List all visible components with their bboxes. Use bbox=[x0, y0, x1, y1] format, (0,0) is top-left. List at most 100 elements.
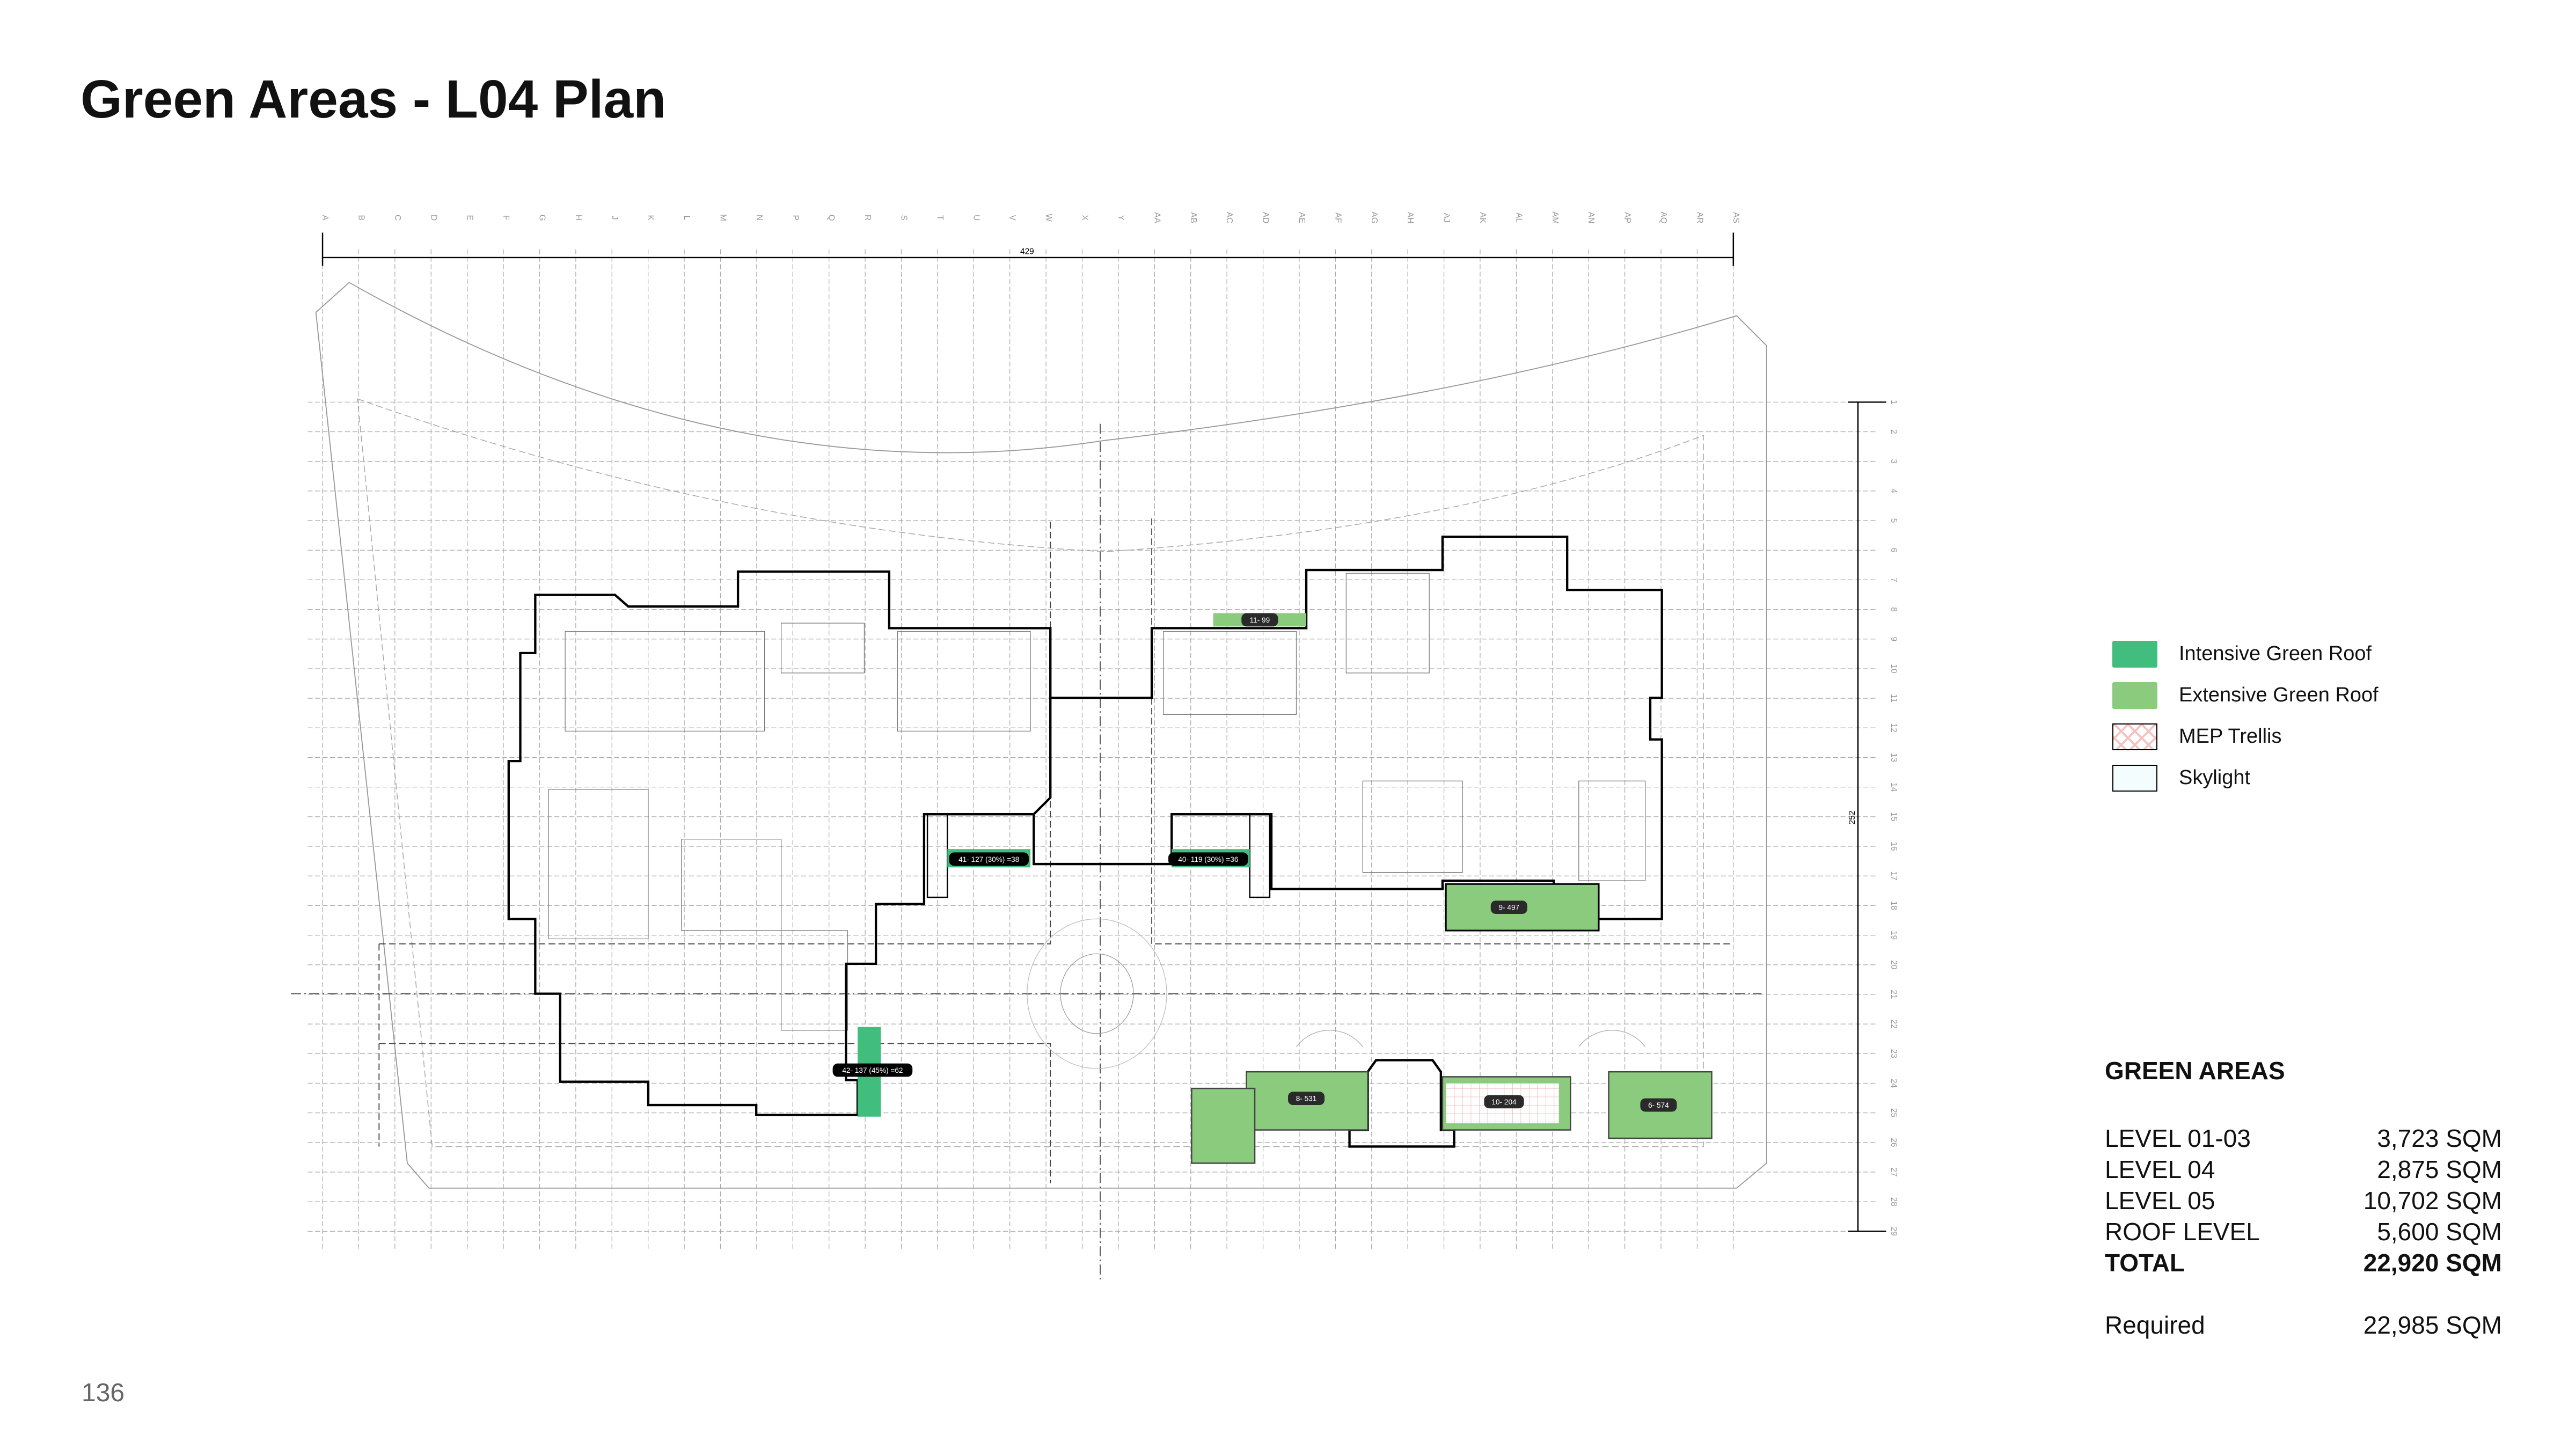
area-label: 41- 127 (30%) =38 bbox=[949, 852, 1029, 866]
area-label-text: 8- 531 bbox=[1296, 1095, 1317, 1103]
row-label: LEVEL 04 bbox=[2105, 1155, 2215, 1183]
grid-column-label: AK bbox=[1478, 212, 1487, 223]
row-value: 3,723 SQM bbox=[2377, 1124, 2502, 1152]
legend-label: MEP Trellis bbox=[2179, 725, 2282, 748]
grid-column-label: AD bbox=[1261, 212, 1270, 224]
grid-row-label: 19 bbox=[1889, 931, 1898, 940]
grid-column-label: G bbox=[537, 215, 546, 221]
row-value: 5,600 SQM bbox=[2377, 1218, 2502, 1246]
page-number: 136 bbox=[82, 1379, 125, 1407]
legend: Intensive Green Roof Extensive Green Roo… bbox=[2112, 633, 2379, 799]
required-value: 22,985 SQM bbox=[2363, 1311, 2502, 1339]
legend-label: Skylight bbox=[2179, 766, 2251, 789]
area-label: 40- 119 (30%) =36 bbox=[1168, 852, 1248, 866]
grid-column-label: T bbox=[935, 215, 945, 221]
grid-column-label: Q bbox=[827, 215, 836, 221]
legend-label: Extensive Green Roof bbox=[2179, 684, 2379, 706]
grid-column-label: X bbox=[1080, 215, 1089, 220]
grid-column-label: Y bbox=[1116, 215, 1125, 220]
podium-dashed-outline bbox=[378, 518, 1733, 1183]
grid-column-label: R bbox=[863, 215, 872, 221]
grid-row-label: 26 bbox=[1889, 1138, 1898, 1147]
row-value: 2,875 SQM bbox=[2377, 1155, 2502, 1183]
grid-row-label: 7 bbox=[1889, 577, 1898, 582]
grid-row-label: 4 bbox=[1889, 489, 1898, 494]
trellis-swatch bbox=[2112, 723, 2157, 750]
dimension-height-label: 252 bbox=[1848, 810, 1857, 824]
area-label-text: 41- 127 (30%) =38 bbox=[958, 855, 1019, 863]
structural-grid bbox=[308, 249, 1878, 1250]
legend-item-skylight: Skylight bbox=[2112, 757, 2379, 799]
legend-label: Intensive Green Roof bbox=[2179, 642, 2372, 665]
plan-labels: 11- 99 41- 127 (30%) =38 40- 119 (30%) =36… bbox=[832, 613, 1677, 1112]
grid-row-label: 12 bbox=[1889, 723, 1898, 733]
grid-column-label: AF bbox=[1333, 213, 1342, 223]
grid-column-label: L bbox=[682, 215, 691, 220]
grid-column-label: C bbox=[393, 215, 402, 221]
grid-column-label: AL bbox=[1514, 213, 1523, 223]
grid-row-label: 5 bbox=[1889, 518, 1898, 523]
area-label: 11- 99 bbox=[1241, 613, 1278, 627]
grid-column-label: N bbox=[755, 215, 764, 221]
row-value: 10,702 SQM bbox=[2363, 1187, 2502, 1214]
grid-row-label: 3 bbox=[1889, 459, 1898, 464]
area-label: 9- 497 bbox=[1490, 901, 1527, 914]
grid-row-label: 10 bbox=[1889, 664, 1898, 673]
grid-column-label: AS bbox=[1731, 212, 1740, 223]
intensive-swatch bbox=[2112, 640, 2157, 668]
grid-column-label: AH bbox=[1406, 212, 1415, 224]
area-label: 6- 574 bbox=[1640, 1098, 1677, 1112]
grid-column-label: AJ bbox=[1442, 213, 1451, 223]
grid-column-label: V bbox=[1008, 215, 1017, 221]
building-outline-east bbox=[1033, 535, 1663, 920]
grid-row-label: 13 bbox=[1889, 753, 1898, 762]
grid-row-label: 6 bbox=[1889, 548, 1898, 553]
area-label-text: 6- 574 bbox=[1648, 1101, 1669, 1109]
grid-column-label: K bbox=[646, 215, 655, 221]
row-label: LEVEL 05 bbox=[2105, 1187, 2215, 1214]
green-area-9 bbox=[1445, 883, 1600, 932]
area-label-text: 40- 119 (30%) =36 bbox=[1178, 855, 1238, 863]
grid-column-label: W bbox=[1044, 214, 1053, 222]
building-outline-south bbox=[1348, 1059, 1455, 1148]
grid-column-label: M bbox=[718, 214, 727, 221]
required-label: Required bbox=[2105, 1311, 2205, 1339]
page-title: Green Areas - L04 Plan bbox=[80, 69, 667, 129]
grid-row-label: 18 bbox=[1889, 901, 1898, 910]
grid-row-label: 28 bbox=[1889, 1197, 1898, 1206]
grid-column-label: P bbox=[791, 215, 800, 220]
grid-row-label: 20 bbox=[1889, 960, 1898, 969]
grid-column-label: F bbox=[501, 215, 510, 220]
grid-row-label: 24 bbox=[1889, 1079, 1898, 1088]
grid-column-label: S bbox=[899, 215, 909, 220]
dimension-width: 429 bbox=[321, 232, 1735, 266]
grid-column-label: A bbox=[320, 215, 330, 221]
legend-item-extensive: Extensive Green Roof bbox=[2112, 675, 2379, 716]
grid-column-label: AR bbox=[1695, 212, 1704, 224]
area-label-text: 10- 204 bbox=[1491, 1098, 1517, 1106]
green-area-south-west bbox=[1191, 1087, 1256, 1164]
grid-column-label: AA bbox=[1152, 212, 1161, 223]
area-label: 10- 204 bbox=[1484, 1095, 1524, 1109]
total-label: TOTAL bbox=[2105, 1249, 2185, 1277]
summary-row: LEVEL 04 2,875 SQM bbox=[2105, 1154, 2502, 1185]
area-label: 8- 531 bbox=[1288, 1092, 1325, 1106]
grid-row-label: 8 bbox=[1889, 607, 1898, 612]
grid-column-label: AE bbox=[1297, 212, 1306, 223]
grid-row-label: 22 bbox=[1889, 1020, 1898, 1029]
grid-column-label: AG bbox=[1370, 211, 1379, 223]
grid-row-label: 1 bbox=[1889, 400, 1898, 405]
grid-column-label: H bbox=[574, 215, 583, 221]
area-label-text: 11- 99 bbox=[1250, 616, 1270, 624]
grid-row-label: 11 bbox=[1889, 694, 1898, 702]
grid-column-label: AP bbox=[1623, 212, 1632, 223]
grid-row-label: 9 bbox=[1889, 636, 1898, 641]
area-label: 42- 137 (45%) =62 bbox=[832, 1063, 913, 1077]
grid-column-label: AC bbox=[1225, 212, 1234, 224]
grid-column-label: D bbox=[429, 215, 438, 221]
grid-column-label: U bbox=[971, 215, 980, 221]
